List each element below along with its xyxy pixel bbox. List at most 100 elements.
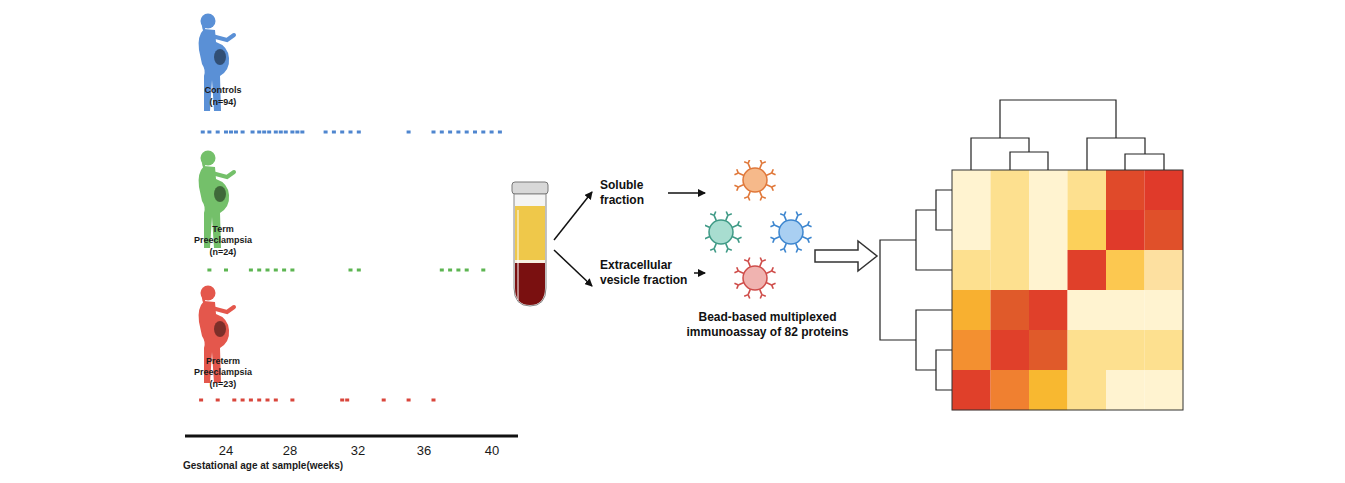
sample-dot — [295, 131, 299, 134]
sample-dot — [324, 131, 328, 134]
heat-cell — [1145, 210, 1184, 250]
group-label: Preterm Preeclampsia — [188, 356, 258, 378]
blood-tube — [512, 182, 548, 306]
heat-cell — [1068, 290, 1107, 330]
sample-dot — [251, 131, 255, 134]
sample-dot — [266, 269, 270, 272]
tick-label: 40 — [477, 443, 507, 459]
sample-dot — [282, 269, 286, 272]
sample-dot — [407, 131, 411, 134]
group-label: (n=24) — [188, 247, 258, 258]
heat-cell — [952, 370, 991, 410]
heat-cell — [1068, 330, 1107, 370]
sample-dot — [216, 399, 220, 402]
heat-cell — [1145, 330, 1184, 370]
sample-dot — [448, 131, 452, 134]
bead — [770, 211, 811, 252]
sample-dot — [349, 131, 353, 134]
sample-dot — [249, 269, 253, 272]
sample-dot — [290, 399, 294, 402]
sample-dot — [224, 131, 228, 134]
sample-dot — [207, 269, 211, 272]
heat-cell — [1145, 370, 1184, 410]
sample-dot — [241, 131, 245, 134]
axis-line — [185, 435, 518, 438]
sample-dot — [266, 399, 270, 402]
sample-dot — [481, 269, 485, 272]
heat-cell — [1029, 250, 1068, 290]
heat-cell — [1029, 170, 1068, 210]
heat-cell — [1106, 290, 1145, 330]
group-label: (n=23) — [188, 379, 258, 390]
sample-dot — [448, 269, 452, 272]
heat-cell — [952, 290, 991, 330]
sample-dot — [440, 269, 444, 272]
sample-dot — [241, 399, 245, 402]
heat-cell — [1029, 210, 1068, 250]
node-text: Extracellular vesicle fraction — [600, 258, 690, 288]
heat-cell — [1029, 290, 1068, 330]
sample-dot — [432, 399, 436, 402]
sample-dot — [290, 269, 294, 272]
bead — [734, 160, 775, 201]
heat-cell — [1145, 250, 1184, 290]
sample-dot — [207, 131, 211, 134]
group-label: Controls — [188, 85, 258, 96]
sample-dot — [357, 131, 361, 134]
sample-dot — [332, 131, 336, 134]
heat-cell — [952, 170, 991, 210]
sample-dot — [345, 399, 349, 402]
heat-cell — [991, 330, 1030, 370]
sample-dot — [232, 399, 236, 402]
heat-cell — [1145, 170, 1184, 210]
woman-figure — [199, 14, 234, 112]
sample-dot — [257, 131, 261, 134]
heat-cell — [1068, 170, 1107, 210]
sample-dot — [234, 131, 238, 134]
heat-cell — [991, 290, 1030, 330]
heat-cell — [1068, 370, 1107, 410]
node-text: Soluble fraction — [600, 178, 664, 208]
hollow-arrow — [815, 241, 877, 271]
heat-cell — [991, 210, 1030, 250]
tick-label: 28 — [275, 443, 305, 459]
bead — [734, 257, 775, 298]
heat-cell — [991, 170, 1030, 210]
sample-dot — [249, 399, 253, 402]
heat-cell — [1106, 170, 1145, 210]
sample-dot — [257, 269, 261, 272]
heat-cell — [952, 210, 991, 250]
group-label: (n=94) — [188, 97, 258, 108]
sample-dot — [262, 131, 266, 134]
heatmap — [952, 170, 1183, 410]
sample-dot — [274, 269, 278, 272]
sample-dot — [300, 131, 304, 134]
heat-cell — [1106, 370, 1145, 410]
heat-cell — [1145, 290, 1184, 330]
heat-cell — [1106, 330, 1145, 370]
sample-dot — [267, 131, 271, 134]
heat-cell — [1106, 210, 1145, 250]
heat-cell — [991, 370, 1030, 410]
heat-cell — [952, 330, 991, 370]
heat-cell — [1106, 250, 1145, 290]
sample-dot — [279, 131, 283, 134]
bead — [705, 211, 742, 252]
sample-dot — [349, 269, 353, 272]
sample-dot — [465, 269, 469, 272]
bead-cluster — [705, 160, 830, 300]
sample-dot — [407, 399, 411, 402]
flow-arrow — [668, 192, 705, 194]
sample-dot — [290, 131, 294, 134]
heat-cell — [991, 250, 1030, 290]
sample-dot — [229, 131, 233, 134]
sample-dot — [340, 399, 344, 402]
heat-cell — [1068, 210, 1107, 250]
heat-cell — [1029, 330, 1068, 370]
fraction-label: Soluble fraction — [600, 178, 664, 208]
fraction-label: Extracellular vesicle fraction — [600, 258, 690, 288]
sample-dot — [201, 131, 205, 134]
sample-dot — [473, 131, 477, 134]
tick-label: 36 — [409, 443, 439, 459]
sample-dot — [432, 131, 436, 134]
